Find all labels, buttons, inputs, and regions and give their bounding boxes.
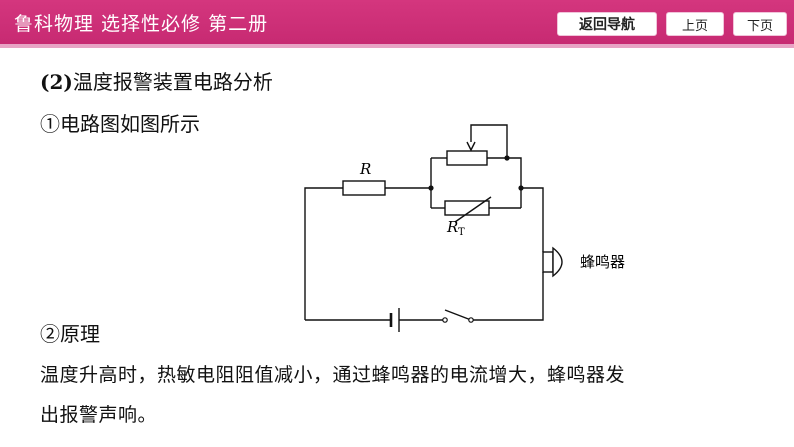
prev-page-button[interactable]: 上页 xyxy=(666,12,724,36)
principle-line-2: 出报警声响。 xyxy=(40,404,158,426)
junction-right xyxy=(518,185,524,191)
parallel-right-rail xyxy=(507,157,522,208)
principle-line-1: 温度升高时，热敏电阻阻值减小，通过蜂鸣器的电流增大，蜂鸣器发 xyxy=(40,364,626,386)
header-divider xyxy=(0,44,794,48)
resistor-label: R xyxy=(359,160,371,178)
resistor-r xyxy=(342,180,386,196)
wire-buzzer-bottom xyxy=(471,272,544,321)
buzzer-body xyxy=(542,251,554,273)
junction-left xyxy=(428,185,434,191)
header-bar: 鲁科物理 选择性必修 第二册 返回导航 上页 下页 xyxy=(0,0,794,44)
wire-to-buzzer xyxy=(521,187,544,252)
step-2-text: ②原理 xyxy=(40,322,100,346)
step-1-text: ①电路图如图所示 xyxy=(40,112,200,136)
buzzer-label: 蜂鸣器 xyxy=(580,253,625,271)
buzzer-horn xyxy=(552,246,563,278)
thermistor-slash xyxy=(454,196,492,223)
section-heading: (2)温度报警装置电路分析 xyxy=(40,66,273,95)
thermistor-label: R xyxy=(446,218,458,236)
circuit-diagram: R R T 蜂鸣器 xyxy=(304,124,625,332)
course-title: 鲁科物理 选择性必修 第二册 xyxy=(14,13,269,35)
back-to-nav-button[interactable]: 返回导航 xyxy=(557,12,657,36)
next-page-button[interactable]: 下页 xyxy=(733,12,787,36)
thermistor-subscript: T xyxy=(458,227,465,238)
switch-blade xyxy=(444,309,472,321)
section-number: (2) xyxy=(40,70,73,94)
rheostat-slider-wire xyxy=(470,124,508,158)
rheostat-arrow xyxy=(466,141,476,152)
switch-contact-right xyxy=(468,317,474,323)
switch-contact-left xyxy=(442,317,448,323)
junction-slider xyxy=(504,155,510,161)
section-title: 温度报警装置电路分析 xyxy=(72,70,273,94)
wire-left-top xyxy=(304,187,343,320)
rheostat xyxy=(446,150,488,166)
